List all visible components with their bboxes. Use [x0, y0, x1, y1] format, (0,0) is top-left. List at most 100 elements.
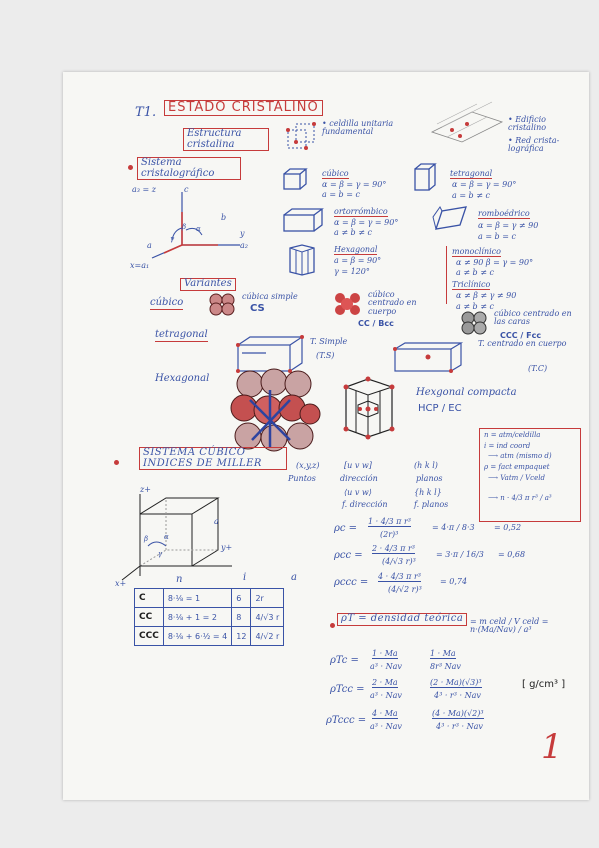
- system-triclinico-sides: a ≠ b ≠ c: [456, 302, 494, 311]
- variante-cubico: cúbico: [150, 297, 184, 310]
- density-ccc-den: a³ · Nav: [370, 722, 402, 731]
- sistema-heading: Sistema cristalográfico: [137, 157, 241, 180]
- system-tetragonal-sides: a = b ≠ c: [452, 191, 490, 200]
- tc-label: T. centrado en cuerpo: [478, 339, 567, 348]
- cs-label: cúbica simple: [242, 292, 298, 301]
- miller-planes-label: planos: [416, 474, 443, 483]
- miller-direction-family-label: f. dirección: [342, 500, 388, 509]
- system-name-romboedrico: romboédrico: [478, 209, 530, 220]
- cs-atoms: [209, 293, 235, 316]
- hexagonal-shape: [289, 244, 315, 276]
- tetragonal-shape: [414, 163, 437, 191]
- axis-x-plus: x+: [115, 579, 127, 588]
- density-ccc-lhs: ρTccc =: [326, 715, 367, 726]
- packing-c-den: (2r)³: [380, 530, 399, 539]
- cell-i: 6: [231, 588, 252, 608]
- structure-table: C 8·⅛ = 1 6 2r CC 8·⅛ + 1 = 2 8 4/√3 r C…: [134, 588, 285, 646]
- packing-c-result: = 0,52: [494, 523, 522, 532]
- rhombohedral-shape: [432, 206, 467, 230]
- density-c-lhs: ρTc =: [330, 655, 359, 666]
- system-romboedrico-sides: a = b = c: [478, 232, 516, 241]
- packing-cc-den: (4/√3 r)³: [382, 557, 416, 566]
- variantes-heading: Variantes: [180, 278, 236, 291]
- variante-tetragonal: tetragonal: [155, 329, 208, 342]
- estructura-cristalina: Estructura cristalina: [183, 128, 269, 151]
- density-ccc-num: 4 · Ma: [372, 709, 398, 720]
- angle-beta: β: [144, 535, 149, 543]
- legend-line: ⟶ Vatm / Vceld: [488, 474, 545, 482]
- miller-heading: SISTEMA CÚBICO INDICES DE MILLER: [139, 447, 287, 470]
- density-cc-den2: 4³ · r³ · Nav: [434, 691, 481, 700]
- orthorhombic-shape: [283, 208, 324, 232]
- page-title: ESTADO CRISTALINO: [164, 100, 323, 116]
- system-monoclinico-angles: α ≠ 90 β = γ = 90°: [456, 258, 534, 267]
- legend-line: n = atm/celdilla: [484, 431, 541, 439]
- system-name-triclinico: Triclínico: [452, 280, 491, 291]
- table-row: C 8·⅛ = 1 6 2r: [134, 588, 285, 608]
- miller-planes-notation: (h k l): [414, 461, 438, 470]
- miller-direction-notation: [u v w]: [344, 461, 372, 470]
- legend-line: ⟶ atm (mismo d): [488, 452, 552, 460]
- axis-z-plus: z+: [140, 485, 151, 494]
- packing-ccc-result: = 0,74: [440, 577, 468, 586]
- density-cc-num: 2 · Ma: [372, 678, 398, 689]
- variante-hexagonal: Hexagonal: [155, 373, 210, 384]
- density-ccc-den2: 4³ · r³ · Nav: [436, 722, 483, 731]
- density-equation: = m celd / V celd = n·(Ma/Nav) / a³: [470, 617, 549, 635]
- bcc-code: CC / Bcc: [358, 319, 394, 328]
- bullet: [330, 623, 335, 628]
- axis-a: a: [147, 241, 152, 250]
- cell-n: 8·⅛ + 1 = 2: [162, 607, 233, 627]
- row-name: CC: [134, 607, 164, 627]
- density-ccc-num2: (4 · Ma)(√2)³: [432, 709, 484, 720]
- unit-cell-sketch: [286, 122, 316, 150]
- page-number: 1: [541, 727, 563, 767]
- fcc-code: CCC / Fcc: [500, 331, 542, 340]
- bcc-atoms: [335, 293, 360, 315]
- cell-n: 8·⅛ = 1: [162, 588, 233, 608]
- system-triclinico-angles: α ≠ β ≠ γ ≠ 90: [456, 291, 517, 300]
- system-cubico-angles: α = β = γ = 90°: [322, 180, 387, 189]
- miller-planes-family-notation: {h k l}: [414, 488, 442, 497]
- system-name-ortorrombico: ortorrómbico: [334, 207, 388, 218]
- density-c-den: a³ · Nav: [370, 662, 402, 671]
- table-header-a: a: [291, 572, 297, 583]
- density-heading: ρT = densidad teórica: [337, 613, 468, 626]
- system-ortorrombico-sides: a ≠ b ≠ c: [334, 228, 372, 237]
- ts-label: T. Simple: [310, 337, 348, 346]
- angle-beta: β: [182, 223, 187, 231]
- system-name-cubico: cúbico: [322, 169, 349, 180]
- angle-gamma: γ: [170, 235, 175, 243]
- axis-c: c: [184, 185, 189, 194]
- hcp-atoms-sketch: [230, 368, 321, 452]
- miller-planes-family-label: f. planos: [414, 500, 449, 509]
- cell-a: 4/√3 r: [250, 607, 285, 627]
- fcc-label: cúbico centrado en las caras: [494, 309, 572, 327]
- miller-direction-family-notation: ⟨u v w⟩: [344, 488, 372, 497]
- hcp-label: Hexgonal compacta: [416, 387, 517, 398]
- crystal-lattice-sketch: [430, 101, 504, 143]
- packing-cc-num: 2 · 4/3 π r³: [372, 544, 415, 555]
- bcc-label: cúbico centrado en cuerpo: [368, 290, 417, 316]
- system-hexagonal-angles: a = β = 90°: [334, 256, 382, 265]
- axis-y-plus: y+: [221, 543, 233, 552]
- cs-code: CS: [250, 303, 265, 314]
- packing-cc-mid: = 3·π / 16/3: [436, 550, 484, 559]
- packing-c-lhs: ρc =: [334, 523, 358, 534]
- cell-i: 8: [231, 607, 252, 627]
- angle-alpha: α: [196, 225, 201, 233]
- density-c-den2: 8r³ Nav: [430, 662, 461, 671]
- bullet: [114, 460, 119, 465]
- angle-gamma: γ: [158, 550, 163, 558]
- system-name-hexagonal: Hexagonal: [334, 245, 378, 256]
- row-name: C: [134, 588, 164, 608]
- packing-ccc-lhs: ρccc =: [334, 577, 369, 588]
- packing-ccc-num: 4 · 4/3 π r³: [378, 572, 421, 583]
- cell-n: 8·⅛ + 6·½ = 4: [162, 626, 233, 646]
- hcp-code: HCP / EC: [418, 403, 462, 414]
- system-name-monoclinico: monoclínico: [452, 247, 501, 258]
- density-c-num: 1 · Ma: [372, 649, 398, 660]
- tetragonal-simple-sketch: [236, 335, 304, 373]
- miller-points-label: Puntos: [288, 474, 316, 483]
- hcp-structure-sketch: [343, 376, 395, 440]
